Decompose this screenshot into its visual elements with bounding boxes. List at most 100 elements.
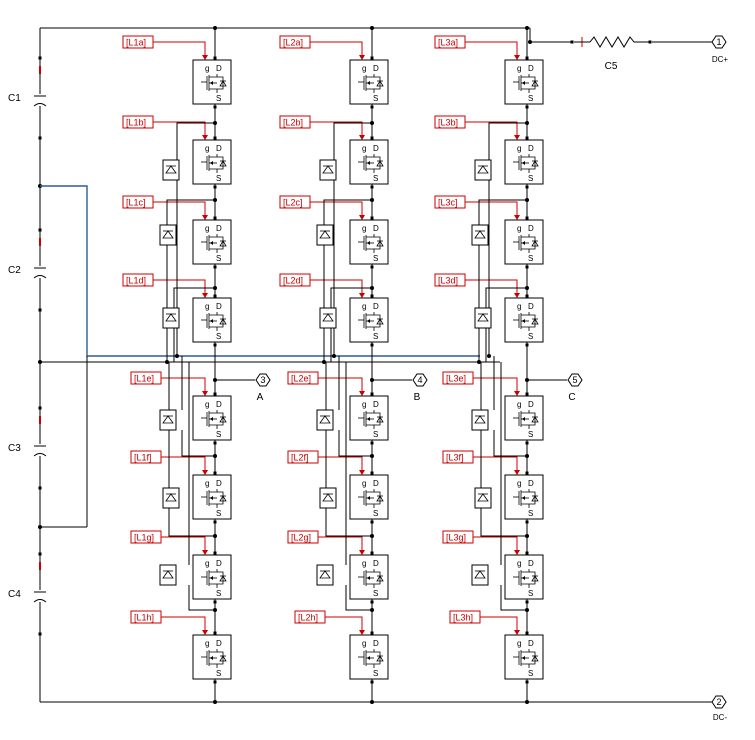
mosfet-arrow: [210, 319, 213, 323]
diode-triangle: [165, 165, 177, 174]
mosfet-gate-label: g: [517, 302, 521, 311]
junction-dot: [528, 40, 532, 44]
clamp-diode: [316, 409, 334, 431]
clamp-wire: [493, 430, 527, 457]
mosfet-diode-path: [374, 491, 381, 505]
gate-tag-label: [L2g]: [291, 533, 311, 543]
port-shape: [711, 35, 727, 49]
mosfet-gate-label: g: [205, 559, 209, 568]
gate-signal-arrow: [514, 293, 520, 298]
mosfet-arrow: [522, 576, 525, 580]
clamp-diode: [316, 224, 334, 246]
mosfet-gate-label: g: [362, 639, 366, 648]
phase-output-label: A: [257, 392, 264, 403]
terminal-square: [213, 551, 217, 555]
port-shape: [567, 373, 583, 387]
mosfet-diode-tri: [219, 416, 227, 423]
mosfet-arrow: [210, 417, 213, 421]
clamp-wire: [168, 508, 215, 537]
gate-signal-line: [153, 41, 206, 56]
mosfet-arrow: [210, 656, 213, 660]
gate-tag-label: [L3f]: [446, 453, 464, 463]
mosfet-diode-tri: [376, 575, 384, 582]
gate-signal-line: [310, 121, 363, 136]
gate-tag-label: [L3h]: [453, 613, 473, 623]
junction-dot: [487, 354, 491, 358]
gate-tag: [294, 610, 326, 624]
gate-signal-arrow: [359, 391, 365, 396]
terminal-square: [370, 441, 374, 445]
terminal-square: [370, 392, 374, 396]
junction-dot: [525, 198, 529, 202]
terminal-square: [38, 136, 42, 140]
mosfet-source-label: S: [373, 430, 378, 439]
clamp-diode: [471, 564, 489, 586]
junction-dot: [370, 121, 374, 125]
diode-triangle: [477, 313, 489, 322]
diode-frame: [319, 307, 337, 329]
gate-tag: [434, 273, 466, 287]
mosfet-arrow: [522, 496, 525, 500]
mosfet-diode-path: [374, 156, 381, 170]
mosfet-gate-label: g: [517, 64, 521, 73]
terminal-square: [213, 216, 217, 220]
clamp-diode: [471, 409, 489, 431]
mosfet-diode-path: [217, 76, 224, 90]
diode-triangle: [322, 493, 334, 502]
mosfet-drain-label: D: [216, 559, 222, 568]
clamp-wire: [345, 585, 372, 611]
mosfet-diode-path: [374, 76, 381, 90]
mosfet-source-label: S: [216, 589, 221, 598]
mosfet-source-label: S: [528, 94, 533, 103]
junction-dot: [525, 121, 529, 125]
clamp-wire: [181, 430, 215, 457]
clamp-diode: [474, 487, 492, 509]
mosfet-gate-label: g: [205, 144, 209, 153]
mosfet-source-label: S: [216, 669, 221, 678]
junction-dot: [213, 608, 217, 612]
terminal-square: [370, 56, 374, 60]
diode-frame: [471, 409, 489, 431]
mosfet-gate-label: g: [205, 64, 209, 73]
gate-tag-label: [L2f]: [291, 453, 309, 463]
mosfet-diode-path: [217, 314, 224, 328]
gate-tag-label: [L2e]: [291, 374, 311, 384]
diode-frame: [319, 159, 337, 181]
gate-signal-arrow: [202, 135, 208, 140]
junction-dot: [525, 608, 529, 612]
mosfet-source-label: S: [373, 669, 378, 678]
mosfet-source-label: S: [373, 254, 378, 263]
terminal-square: [213, 520, 217, 524]
clamp-diode: [319, 159, 337, 181]
gate-tag-label: [L3b]: [438, 118, 458, 128]
resistor-label: C5: [605, 61, 618, 72]
mosfet-source-label: S: [216, 430, 221, 439]
clamp-wire: [323, 199, 372, 225]
mosfet-gate-label: g: [205, 479, 209, 488]
gate-tag-label: [L1e]: [134, 374, 154, 384]
gate-signal-line: [310, 279, 363, 294]
mosfet-drain-label: D: [373, 64, 379, 73]
resistor-c5: [574, 36, 650, 48]
mosfet-gate-label: g: [205, 224, 209, 233]
mosfet-arrow: [367, 576, 370, 580]
clamp-diode: [162, 159, 180, 181]
terminal-square: [525, 600, 529, 604]
terminal-square: [213, 56, 217, 60]
mosfet-diode-tri: [376, 240, 384, 247]
mosfet-source-label: S: [216, 332, 221, 341]
terminal-square: [525, 185, 529, 189]
mosfet-arrow: [522, 319, 525, 323]
capacitor-label: C4: [8, 589, 21, 600]
gate-tag-label: [L2b]: [283, 118, 303, 128]
gate-signal-arrow: [359, 550, 365, 555]
mosfet-arrow: [210, 496, 213, 500]
junction-dot: [213, 454, 217, 458]
cap-gap: [36, 266, 44, 278]
gate-tag-label: [L1b]: [126, 118, 146, 128]
junction-dot: [370, 26, 374, 30]
clamp-wire: [325, 508, 372, 537]
